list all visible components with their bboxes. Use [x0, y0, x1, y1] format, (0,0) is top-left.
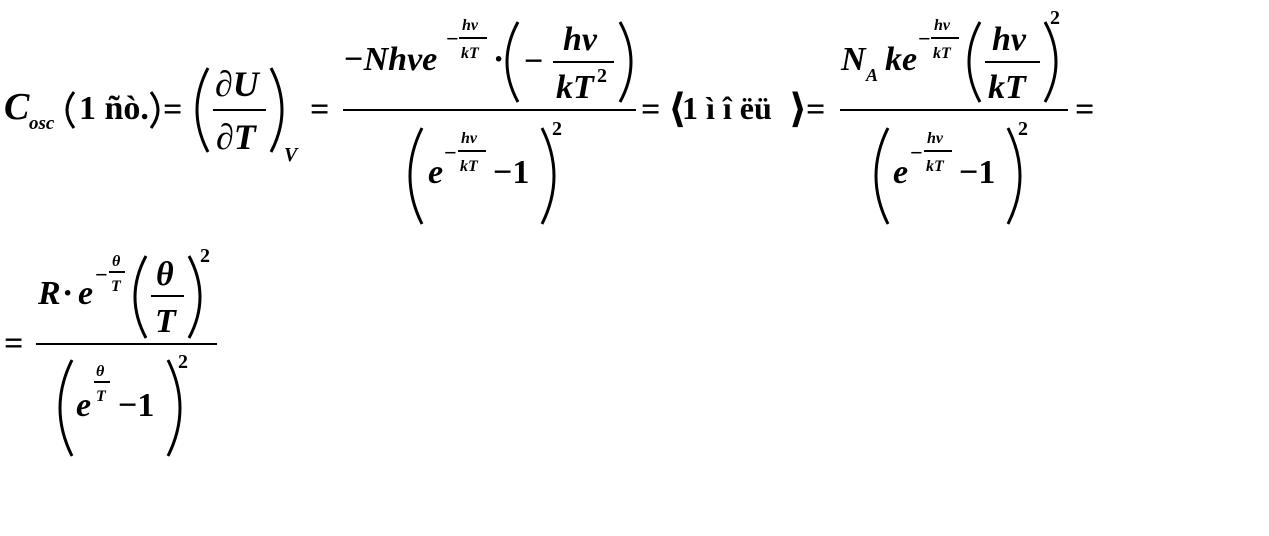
frac2-inner-left-paren	[967, 21, 982, 103]
frac1-exp-sign: −	[446, 26, 459, 51]
frac3-numerator-prefix: R	[37, 275, 61, 312]
lhs-left-paren	[65, 91, 76, 129]
deriv-numerator: ∂U	[215, 64, 261, 104]
equals-sign-4: =	[806, 91, 825, 128]
frac1-inner-numerator: hν	[563, 21, 598, 58]
frac2-inner-right-paren	[1043, 21, 1058, 103]
frac3-den-left-paren	[58, 359, 74, 457]
frac2-numerator-prefix: N	[840, 41, 867, 78]
frac3-exp-denominator: T	[111, 278, 122, 295]
deriv-left-paren	[195, 67, 210, 153]
frac2-den-tail: −1	[959, 154, 995, 191]
frac2-exp-numerator: hν	[934, 17, 951, 34]
frac3-inner-denominator: T	[155, 303, 177, 340]
frac2-numerator-subscript: A	[865, 65, 878, 85]
frac3-dot: ·	[62, 275, 73, 312]
frac1-den-tail: −1	[493, 154, 529, 191]
frac2-den-exp-numerator: hν	[927, 130, 944, 147]
frac1-den-power: 2	[552, 118, 562, 140]
frac3-den-exp-denominator: T	[96, 388, 107, 405]
frac2-den-power: 2	[1018, 118, 1028, 140]
frac1-inner-sign: −	[524, 43, 543, 80]
frac3-inner-right-paren	[187, 255, 202, 339]
bracket-right: ⟩	[789, 86, 807, 131]
frac2-exp-sign: −	[918, 26, 931, 51]
frac3-den-power: 2	[178, 351, 188, 373]
frac3-inner-left-paren	[133, 255, 148, 339]
frac3-inner-power: 2	[200, 245, 210, 267]
frac1-den-exp-numerator: hν	[461, 130, 478, 147]
frac3-inner-numerator: θ	[156, 256, 174, 293]
frac1-den-base: e	[428, 154, 443, 191]
lhs-argument: 1 ñò.	[79, 90, 149, 127]
frac2-numerator-mid: ke	[885, 41, 917, 78]
heat-capacity-symbol: C	[4, 86, 30, 128]
frac1-exp-denominator: kT	[461, 45, 480, 62]
frac1-inner-denominator: kT	[556, 69, 595, 106]
equals-sign-1: =	[163, 91, 182, 128]
frac3-numerator-e: e	[78, 275, 93, 312]
frac3-den-right-paren	[166, 359, 182, 457]
frac1-den-right-paren	[540, 127, 556, 225]
frac1-inner-left-paren	[505, 21, 520, 103]
frac2-exp-denominator: kT	[933, 45, 952, 62]
frac2-den-base: e	[893, 154, 908, 191]
equals-sign-2: =	[310, 91, 329, 128]
frac3-den-tail: −1	[118, 387, 154, 424]
frac1-den-left-paren	[408, 127, 424, 225]
frac1-den-exp-sign: −	[444, 140, 457, 165]
frac2-inner-power: 2	[1050, 7, 1060, 29]
equals-sign-5: =	[1075, 91, 1094, 128]
deriv-denominator: ∂T	[216, 117, 258, 157]
bracket-content: 1 ì î ëü	[682, 90, 772, 126]
deriv-subscript: V	[284, 144, 299, 166]
frac2-den-right-paren	[1006, 127, 1022, 225]
frac3-exp-numerator: θ	[112, 253, 121, 270]
heat-capacity-subscript: osc	[29, 113, 55, 134]
frac2-inner-numerator: hν	[992, 21, 1027, 58]
bracket-left: ⟨	[668, 86, 686, 131]
frac2-den-exp-sign: −	[910, 140, 923, 165]
equals-sign-6: =	[4, 325, 23, 362]
frac1-inner-right-paren	[618, 21, 633, 103]
frac1-exp-numerator: hν	[462, 17, 479, 34]
frac1-inner-denominator-power: 2	[597, 65, 607, 87]
frac3-exp-sign: −	[95, 262, 108, 287]
frac2-den-left-paren	[874, 127, 890, 225]
lhs-right-paren	[149, 91, 160, 129]
deriv-right-paren	[269, 67, 284, 153]
frac3-den-exp-numerator: θ	[96, 363, 105, 380]
frac1-den-exp-denominator: kT	[460, 158, 479, 175]
frac2-den-exp-denominator: kT	[926, 158, 945, 175]
frac2-inner-denominator: kT	[988, 69, 1027, 106]
equals-sign-3: =	[641, 91, 660, 128]
frac3-den-base: e	[76, 387, 91, 424]
frac1-dot: ·	[493, 41, 504, 78]
frac1-numerator-prefix: −Nhνe	[343, 41, 437, 78]
